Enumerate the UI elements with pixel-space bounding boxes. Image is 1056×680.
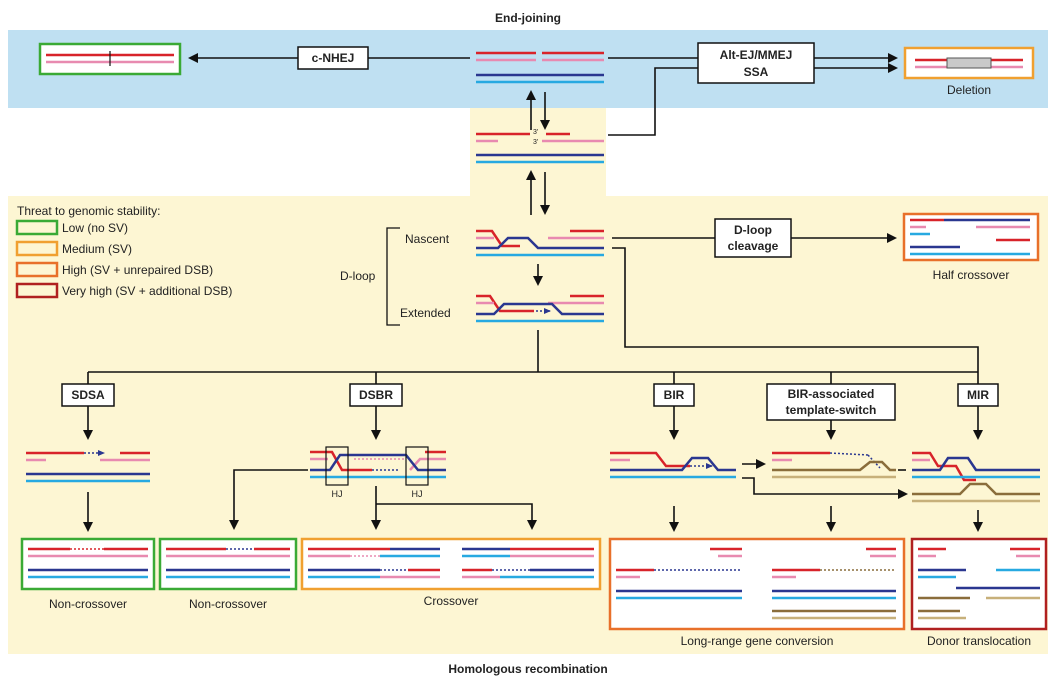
hr-heading: Homologous recombination	[448, 662, 607, 676]
mir-label: MIR	[967, 388, 989, 402]
long-range-label: Long-range gene conversion	[681, 634, 834, 648]
long-range-dna-right	[772, 547, 896, 620]
bir-label: BIR	[664, 388, 685, 402]
dsb-intact-molecule	[476, 51, 604, 84]
crossover-box	[300, 537, 602, 591]
dloop-cleavage-box	[714, 218, 792, 258]
deletion-label: Deletion	[947, 83, 991, 97]
nascent-dloop-dna	[476, 229, 604, 257]
resection-panel	[470, 108, 606, 198]
half-crossover-box	[902, 212, 1040, 262]
nascent-label: Nascent	[405, 232, 450, 246]
legend-title: Threat to genomic stability:	[17, 204, 160, 218]
arrow-dsbr-to-noncrossover	[229, 469, 308, 530]
bir-intermediate-dna	[610, 451, 736, 479]
cnhej-box	[297, 46, 369, 70]
cnhej-label: c-NHEJ	[312, 51, 355, 65]
legend-label-low: Low (no SV)	[62, 221, 128, 235]
crossover-label: Crossover	[424, 594, 479, 608]
legend-label-medium: Medium (SV)	[62, 242, 132, 256]
legend-label-very-high: Very high (SV + additional DSB)	[62, 284, 232, 298]
arrow-bir-to-mir	[742, 477, 908, 499]
connector-nascent-to-mir	[612, 247, 979, 384]
sdsa-noncrossover-box	[20, 537, 156, 591]
extended-label: Extended	[400, 306, 451, 320]
dloop-bracket	[386, 227, 400, 326]
hj-label-left: HJ	[332, 489, 343, 499]
deletion-outcome-dna	[915, 57, 1023, 69]
long-range-box	[608, 537, 906, 631]
dloop-cleavage-label-2: cleavage	[728, 239, 779, 253]
crossover-dna-left	[308, 547, 440, 579]
dloop-label: D-loop	[340, 269, 376, 283]
half-crossover-label: Half crossover	[933, 268, 1010, 282]
dsbr-noncrossover-label: Non-crossover	[189, 597, 267, 611]
donor-translocation-dna	[918, 547, 1040, 620]
crossover-dna-right	[462, 547, 594, 579]
resected-molecule	[476, 132, 604, 164]
donor-translocation-label: Donor translocation	[927, 634, 1031, 648]
long-range-dna-left	[616, 547, 742, 600]
mir-intermediate-dna	[912, 451, 1040, 503]
sdsa-label: SDSA	[71, 388, 105, 402]
legend-swatch-medium	[15, 240, 59, 257]
alt-ej-box	[697, 42, 815, 84]
legend-swatch-high	[15, 261, 59, 278]
cnhej-outcome-dna	[46, 51, 174, 66]
sdsa-intermediate-dna	[26, 450, 150, 483]
three-prime-label-a: 3'	[533, 129, 538, 136]
dsbr-label: DSBR	[359, 388, 393, 402]
bir-ts-label-2: template-switch	[786, 403, 877, 417]
three-prime-label-b: 3'	[533, 139, 538, 146]
dsbr-noncrossover-dna	[166, 547, 290, 579]
sdsa-noncrossover-dna	[28, 547, 148, 579]
bir-ts-box	[766, 383, 896, 421]
legend-swatch-low	[15, 219, 59, 236]
donor-translocation-box	[910, 537, 1048, 631]
bir-ts-intermediate-dna	[772, 451, 896, 479]
dsbr-intermediate-dna	[310, 446, 446, 486]
bir-ts-label-1: BIR-associated	[788, 387, 875, 401]
arrow-dsbr-to-crossover-right	[376, 503, 537, 530]
dsbr-noncrossover-box	[158, 537, 298, 591]
hj-label-right: HJ	[412, 489, 423, 499]
alt-ej-label-1: Alt-EJ/MMEJ	[720, 48, 793, 62]
half-crossover-dna	[910, 218, 1030, 256]
extended-dloop-dna	[476, 294, 604, 323]
dloop-cleavage-label-1: D-loop	[734, 223, 772, 237]
sdsa-noncrossover-label: Non-crossover	[49, 597, 127, 611]
legend-swatch-very-high	[15, 282, 59, 299]
alt-ej-label-2: SSA	[744, 65, 769, 79]
end-joining-heading: End-joining	[495, 11, 561, 25]
legend-label-high: High (SV + unrepaired DSB)	[62, 263, 213, 277]
